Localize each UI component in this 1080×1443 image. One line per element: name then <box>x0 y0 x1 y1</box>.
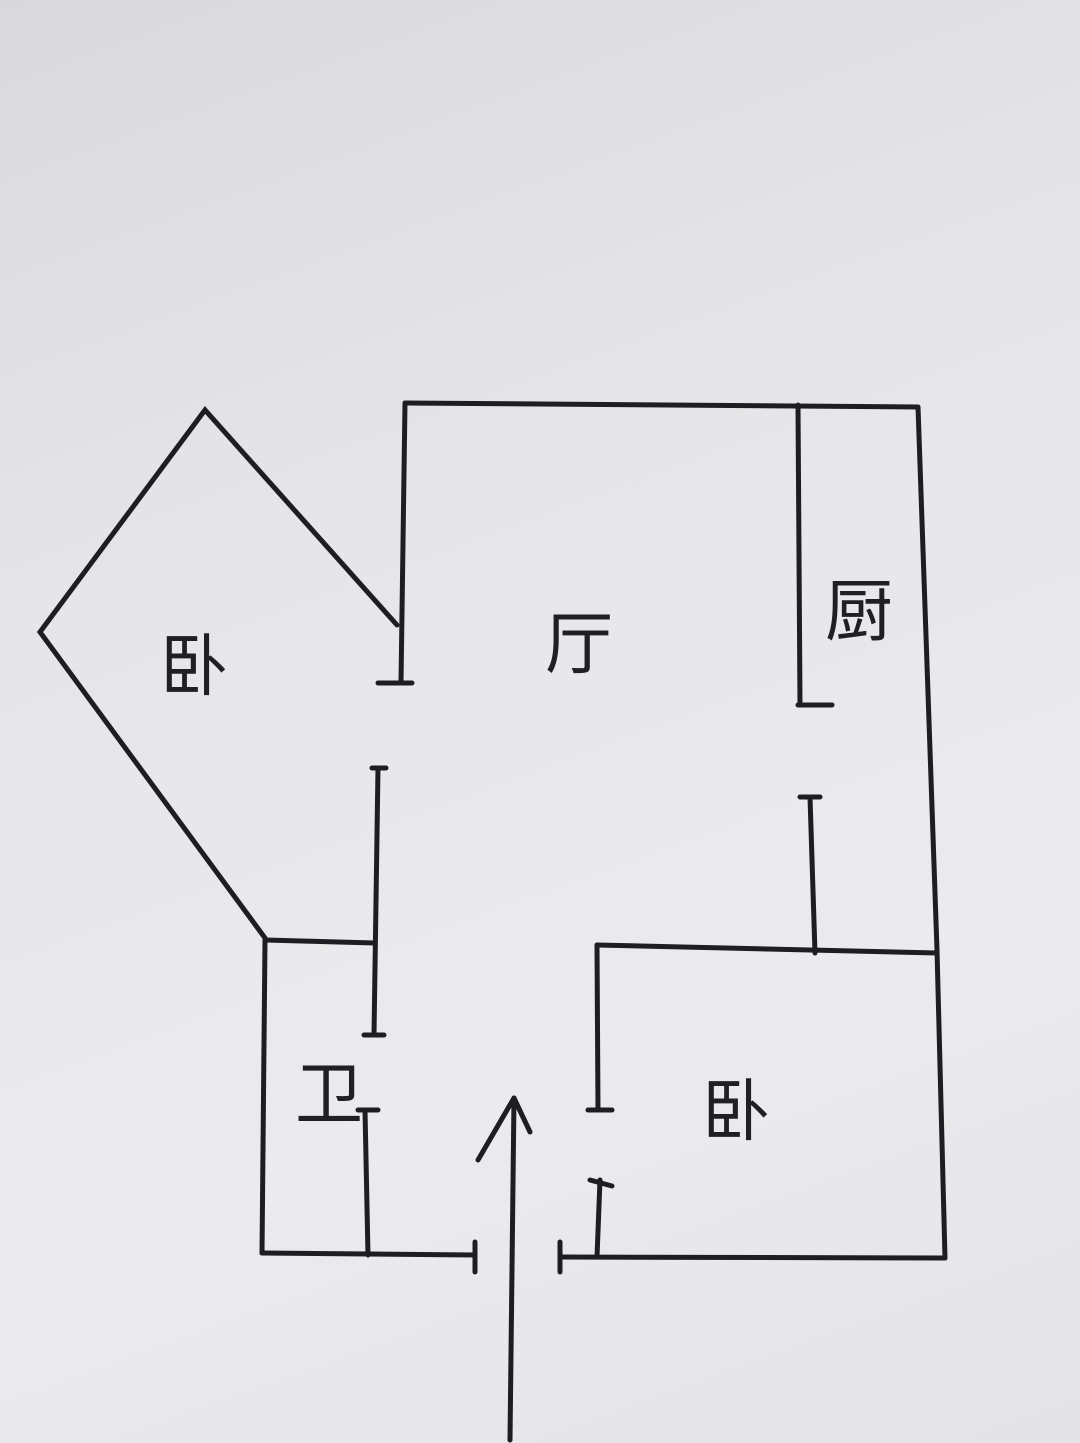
room-label-kitchen: 厨 <box>825 573 893 652</box>
room-label-bathroom: 卫 <box>295 1056 363 1135</box>
room-label-bedroom-upper-left: 卧 <box>160 628 228 707</box>
room-label-bedroom-lower-right: 卧 <box>702 1073 770 1152</box>
entrance-door-marks <box>472 1239 563 1275</box>
room-label-living-room: 厅 <box>545 606 613 685</box>
living-room-walls <box>361 400 921 1038</box>
lower-right-bedroom-walls <box>557 942 948 1261</box>
upper-left-bedroom-walls <box>36 406 400 941</box>
bathroom-walls <box>259 937 478 1258</box>
entrance-arrow-icon <box>475 1095 533 1443</box>
kitchen-walls <box>795 402 940 956</box>
